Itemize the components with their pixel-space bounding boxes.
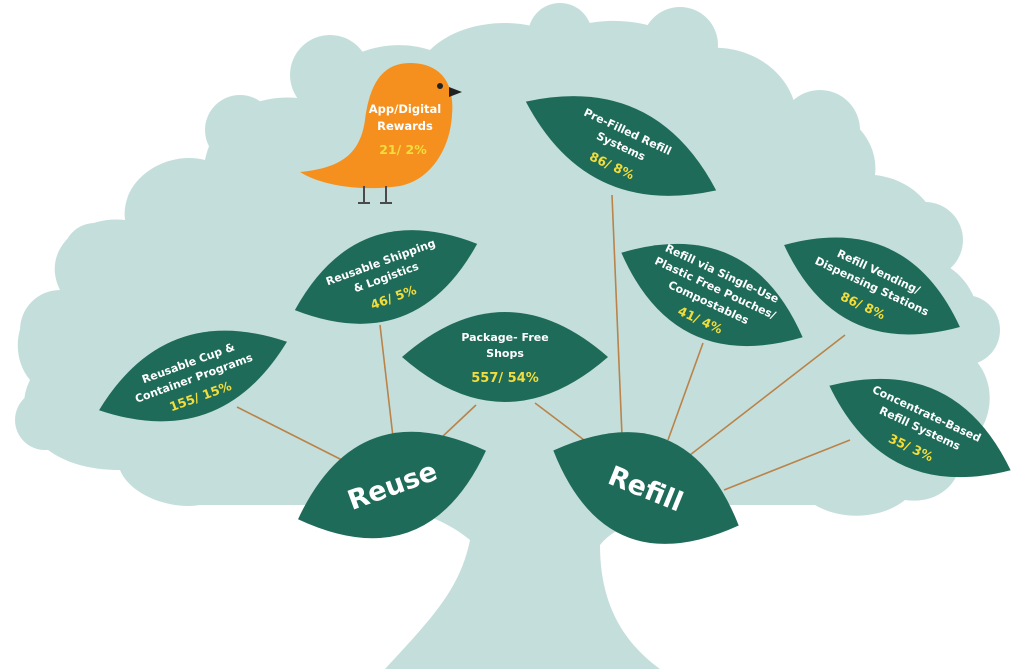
leaf-label-line1: Package- Free [461, 331, 548, 344]
stem-pouches-to-refill [667, 342, 704, 441]
leaf-shape [829, 378, 1011, 478]
main-leaf-reuse: Reuse [298, 431, 486, 539]
leaf-shape [294, 230, 478, 324]
bird-app-digital-rewards: App/Digital Rewards 21/ 2% [300, 62, 462, 204]
leaf-shape [621, 243, 803, 347]
leaf-refill-vending: Refill Vending/ Dispensing Stations 86/ … [784, 237, 960, 335]
leaf-label-line2: Shops [486, 347, 524, 360]
bird-body [300, 62, 453, 189]
stem-shops-to-reuse [441, 404, 477, 438]
bird-eye [437, 83, 443, 89]
stem-prefilled-to-refill [611, 194, 623, 437]
leaf-shape [784, 237, 960, 335]
leaf-stat: 557/ 54% [471, 371, 539, 386]
stem-shipping-to-reuse [379, 324, 394, 438]
leaf-shape [99, 330, 287, 422]
bird-label-line1: App/Digital [369, 102, 441, 116]
leaf-shape [553, 432, 739, 544]
bird-label-line2: Rewards [377, 119, 433, 133]
stem-shops-to-refill [534, 402, 585, 441]
stem-concentrate-to-refill [723, 439, 851, 491]
leaf-shape [525, 96, 717, 196]
stem-vending-to-refill [689, 334, 846, 456]
leaf-shape [298, 431, 486, 539]
main-leaf-refill: Refill [553, 432, 739, 544]
leaf-package-free-shops: Package- Free Shops 557/ 54% [402, 312, 608, 402]
stems [236, 194, 851, 491]
leaf-reusable-shipping: Reusable Shipping & Logistics 46/ 5% [294, 230, 478, 324]
bird-beak [449, 87, 462, 97]
bird-stat: 21/ 2% [379, 142, 427, 157]
stem-cup-to-reuse [236, 406, 343, 461]
leaf-shape [402, 312, 608, 402]
